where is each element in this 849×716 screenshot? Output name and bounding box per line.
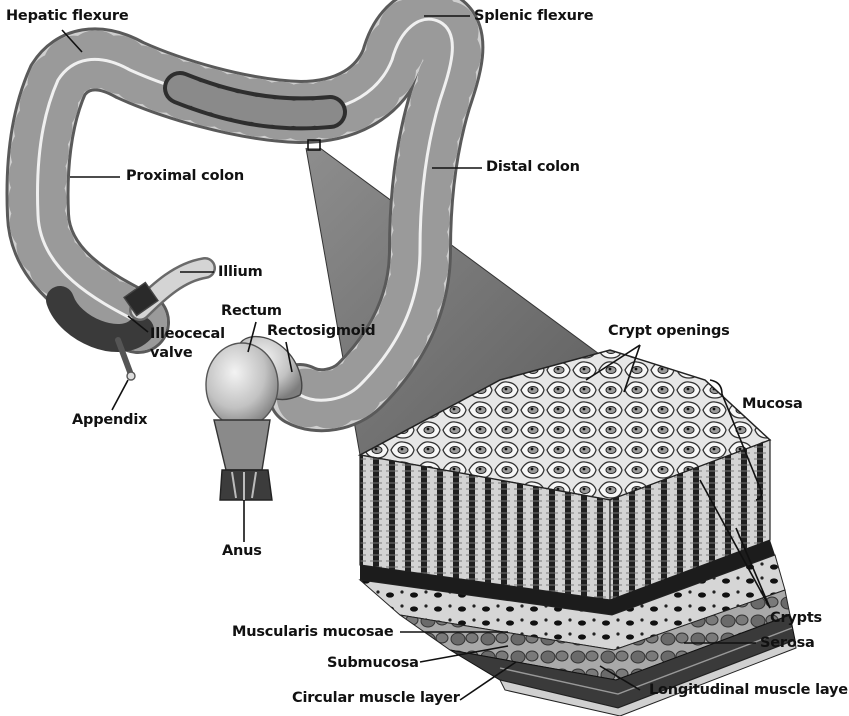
label-circular-muscle-layer: Circular muscle layer	[292, 690, 460, 707]
label-illeocecal: Illeocecal	[150, 326, 225, 343]
label-valve: valve	[150, 345, 193, 362]
label-rectosigmoid: Rectosigmoid	[267, 323, 376, 340]
label-illium: Illium	[218, 264, 263, 281]
label-mucosa: Mucosa	[742, 396, 803, 413]
label-longitudinal-muscle-layer: Longitudinal muscle layer	[649, 682, 849, 699]
label-distal-colon: Distal colon	[486, 159, 580, 176]
label-muscularis-mucosae: Muscularis mucosae	[232, 624, 394, 641]
label-submucosa: Submucosa	[327, 655, 419, 672]
label-proximal-colon: Proximal colon	[126, 168, 244, 185]
label-anus: Anus	[222, 543, 262, 560]
label-appendix: Appendix	[72, 412, 147, 429]
label-serosa: Serosa	[760, 635, 815, 652]
label-rectum: Rectum	[221, 303, 282, 320]
label-splenic-flexure: Splenic flexure	[474, 8, 593, 25]
label-crypts: Crypts	[770, 610, 822, 627]
label-crypt-openings: Crypt openings	[608, 323, 730, 340]
label-hepatic-flexure: Hepatic flexure	[6, 8, 128, 25]
